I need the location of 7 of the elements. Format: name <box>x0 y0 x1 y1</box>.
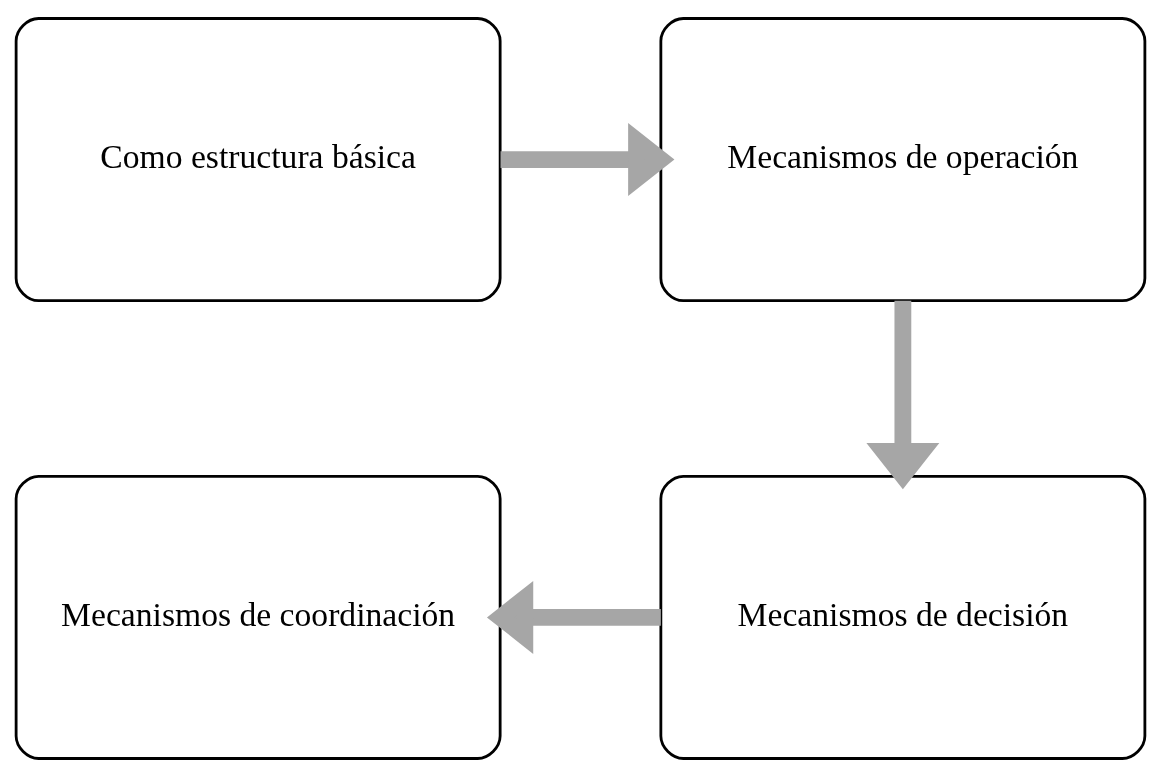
arrow <box>866 300 940 489</box>
node-box: Mecanismos de operación <box>659 16 1147 302</box>
node-box: Mecanismos de decisión <box>659 474 1147 760</box>
arrow <box>500 122 675 196</box>
node-box: Mecanismos de coordinación <box>14 474 502 760</box>
arrow <box>486 580 661 654</box>
node-box: Como estructura básica <box>14 16 502 302</box>
